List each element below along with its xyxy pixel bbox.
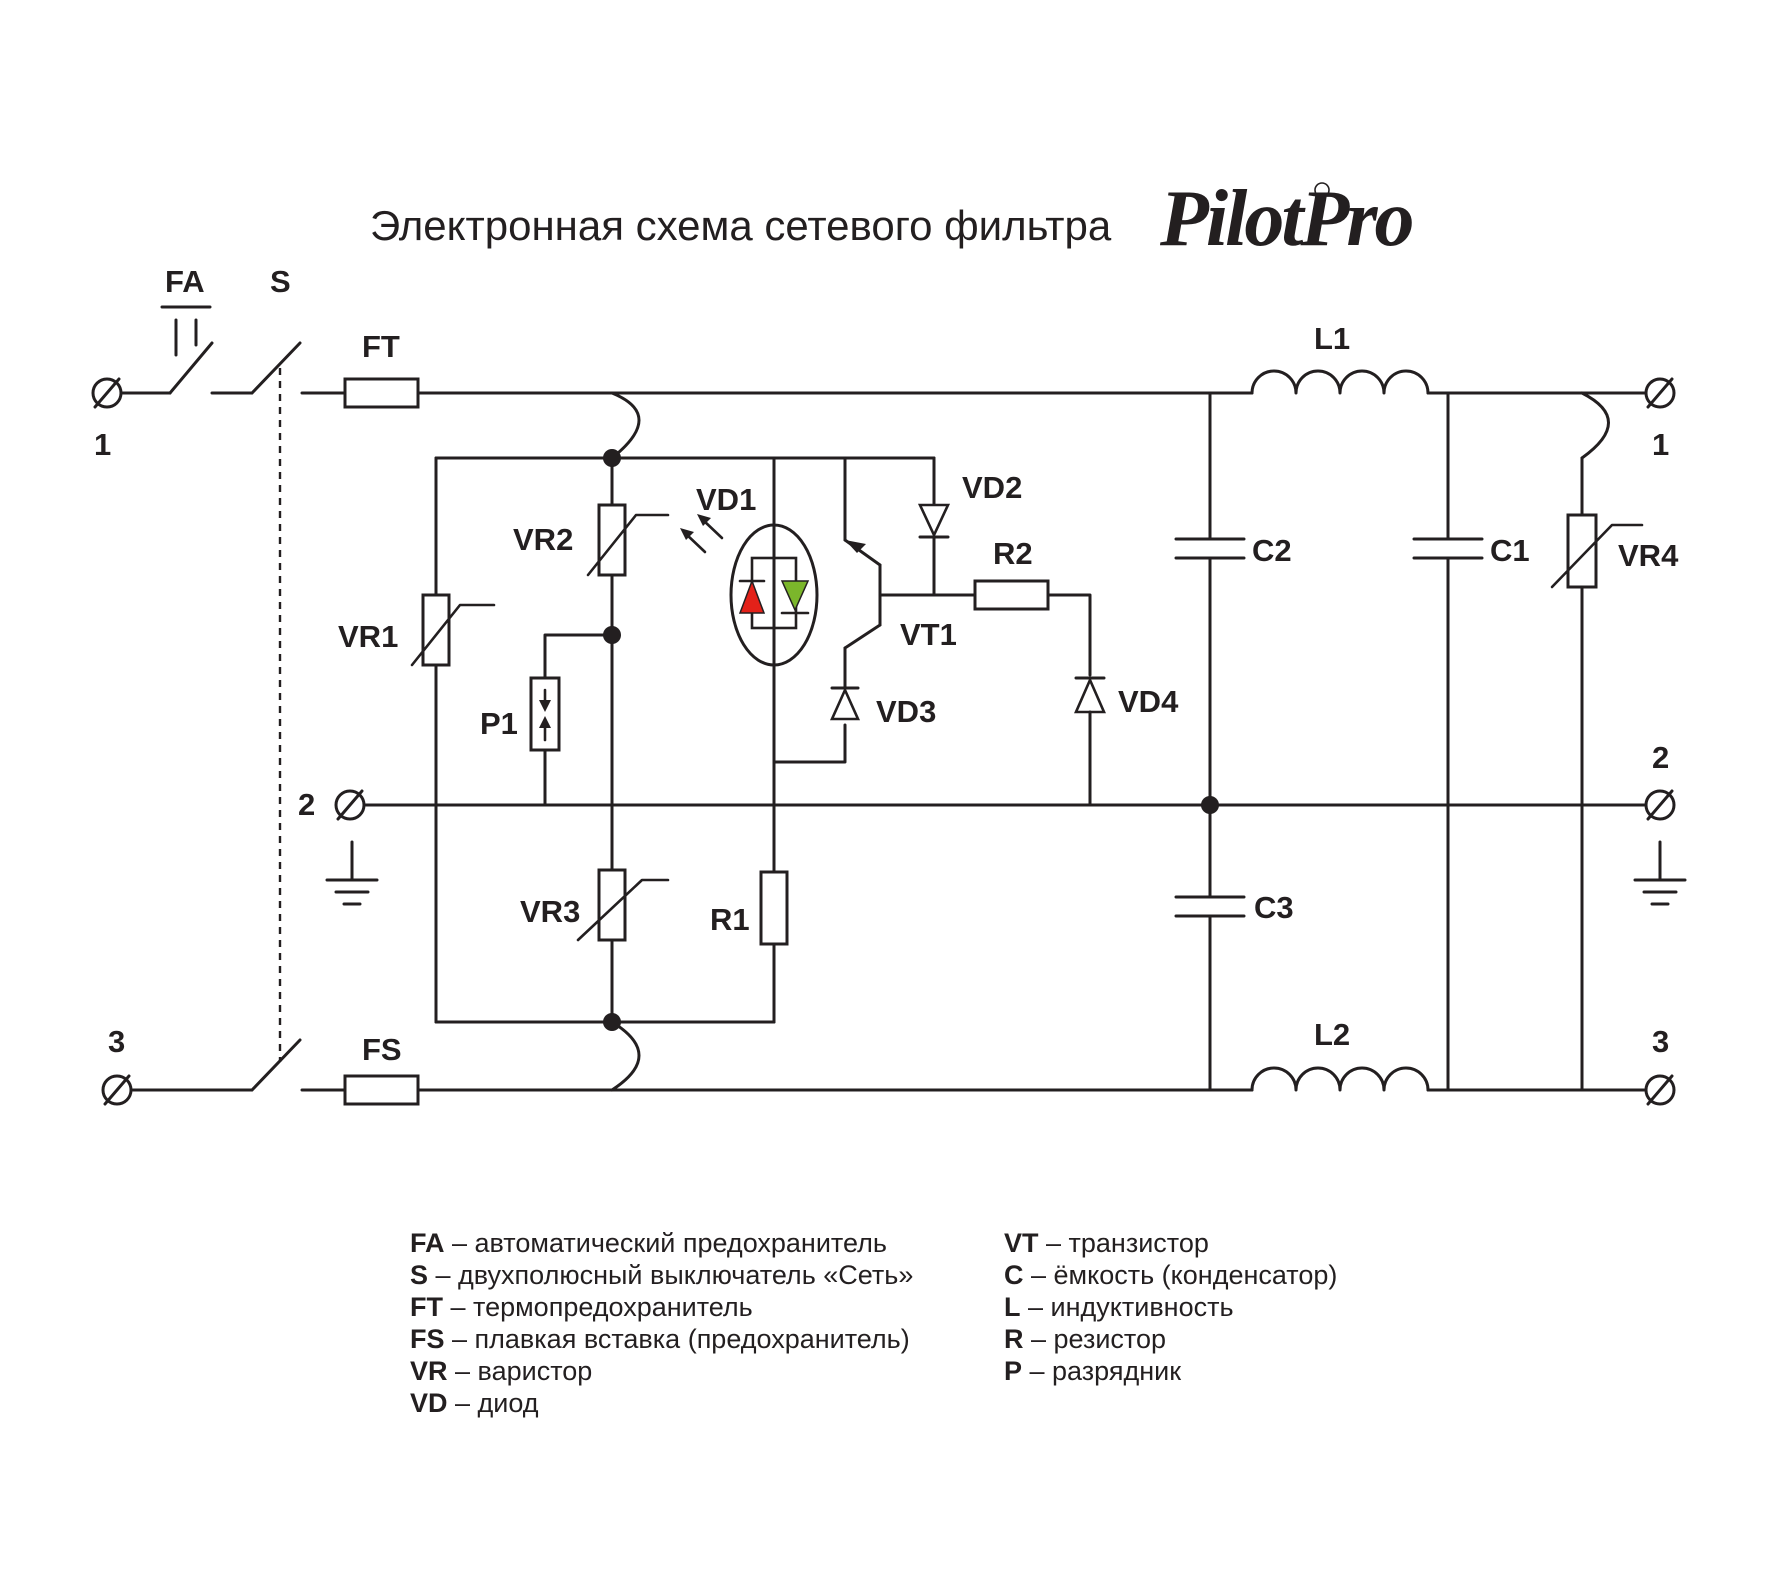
ft-thermal-fuse — [343, 377, 420, 409]
label-vr4: VR4 — [1618, 538, 1679, 573]
l2-inductor — [1250, 1066, 1430, 1092]
legend-item: R – резистор — [1004, 1324, 1166, 1354]
fs-fuse — [343, 1074, 420, 1106]
label-vr3: VR3 — [520, 894, 580, 929]
terminal-out-3-label: 3 — [1652, 1024, 1669, 1059]
registered-mark-icon — [1314, 182, 1330, 198]
legend-item: L – индуктивность — [1004, 1292, 1234, 1322]
legend-item: S – двухполюсный выключатель «Сеть» — [410, 1260, 913, 1290]
r1-resistor — [759, 870, 789, 946]
ground-left-icon — [325, 840, 379, 906]
label-vd3: VD3 — [876, 694, 936, 729]
capacitor-section — [1174, 391, 1644, 1092]
jumper-right — [1580, 391, 1610, 460]
line-1-wiring — [91, 305, 1676, 409]
legend-item: FT – термопредохранитель — [410, 1292, 753, 1322]
ground-right-icon — [1633, 840, 1687, 906]
legend-item: FA – автоматический предохранитель — [410, 1228, 887, 1258]
terminal-out-3-icon — [1644, 1074, 1676, 1106]
vd2-diode — [917, 503, 951, 539]
r2-resistor — [973, 579, 1050, 611]
legend-item: C – ёмкость (конденсатор) — [1004, 1260, 1337, 1290]
label-vd2: VD2 — [962, 470, 1022, 505]
vr2-varistor — [597, 503, 627, 577]
protection-block — [410, 391, 1106, 1092]
l1-inductor — [1250, 369, 1430, 395]
label-fa: FA — [165, 264, 205, 299]
label-ft: FT — [362, 329, 400, 364]
label-vd4: VD4 — [1118, 684, 1179, 719]
label-r1: R1 — [710, 902, 750, 937]
component-labels: FA S FT FS L1 L2 C2 C3 C1 VR4 VR1 VR2 VR… — [165, 264, 1679, 1067]
label-c3: C3 — [1254, 890, 1294, 925]
led-red-icon — [738, 578, 766, 614]
legend-item: VD – диод — [410, 1388, 539, 1418]
vd3-diode — [829, 686, 861, 721]
terminal-in-2-label: 2 — [298, 787, 315, 822]
label-c2: C2 — [1252, 533, 1292, 568]
terminal-out-1-icon — [1644, 377, 1676, 409]
label-p1: P1 — [480, 706, 518, 741]
label-vr1: VR1 — [338, 619, 398, 654]
terminal-in-1-label: 1 — [94, 427, 111, 462]
label-l2: L2 — [1314, 1017, 1350, 1052]
vr3-varistor — [597, 868, 627, 942]
legend-item: FS – плавкая вставка (предохранитель) — [410, 1324, 910, 1354]
led-green-icon — [780, 580, 810, 612]
terminal-in-3-label: 3 — [108, 1024, 125, 1059]
label-vd1: VD1 — [696, 482, 756, 517]
terminal-out-2-label: 2 — [1652, 740, 1669, 775]
page-title: Электронная схема сетевого фильтра — [370, 202, 1112, 249]
vr4-varistor — [1566, 513, 1598, 589]
terminal-out-1-label: 1 — [1652, 427, 1669, 462]
fa-breaker-contact — [168, 341, 214, 395]
jumper-bottom — [610, 1020, 641, 1092]
label-c1: C1 — [1490, 533, 1530, 568]
s-switch-contact-top — [250, 341, 302, 395]
line-2-wiring — [325, 789, 1687, 906]
s-switch-contact-bottom — [250, 1038, 302, 1092]
label-vt1: VT1 — [900, 617, 957, 652]
terminal-labels: 1 2 3 1 2 3 — [94, 427, 1669, 1059]
legend-item: VT – транзистор — [1004, 1228, 1209, 1258]
vr1-varistor — [421, 593, 451, 667]
label-l1: L1 — [1314, 321, 1350, 356]
legend-item: VR – варистор — [410, 1356, 592, 1386]
label-fs: FS — [362, 1032, 402, 1067]
light-emission-icon — [680, 514, 724, 554]
label-s: S — [270, 264, 291, 299]
legend: FA – автоматический предохранитель S – д… — [410, 1228, 1337, 1418]
terminal-out-2-icon — [1644, 789, 1676, 821]
legend-item: P – разрядник — [1004, 1356, 1181, 1386]
jumper-top — [610, 391, 641, 460]
line-3-wiring — [101, 1038, 1676, 1106]
label-vr2: VR2 — [513, 522, 573, 557]
label-r2: R2 — [993, 536, 1033, 571]
brand-logo: PilotPro — [1159, 175, 1413, 263]
vd4-diode — [1074, 676, 1106, 714]
